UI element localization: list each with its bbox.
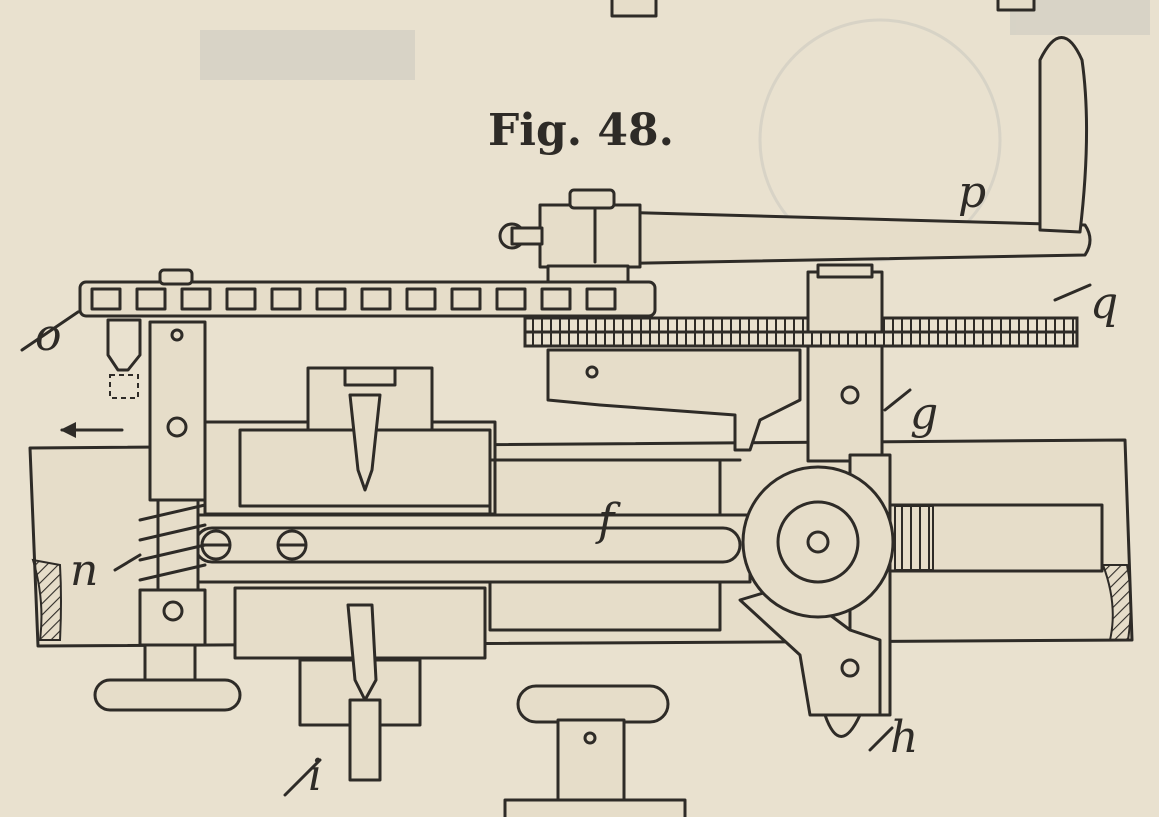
- label-n: n: [70, 545, 98, 596]
- label-p: p: [958, 167, 986, 218]
- feed-rod: [188, 513, 752, 584]
- crank-handle: [498, 36, 1092, 284]
- gear-bracket: [546, 348, 802, 452]
- pulley-wheel: [741, 465, 895, 619]
- label-h: h: [890, 712, 918, 763]
- upper-tool-block: [203, 366, 497, 516]
- top-cut-fragments: [610, 0, 1036, 18]
- lower-tool-block: [233, 586, 487, 782]
- label-q: q: [1090, 278, 1118, 329]
- label-g: g: [910, 388, 938, 439]
- direction-arrow: [60, 422, 124, 438]
- left-post: [93, 318, 242, 712]
- gear-wheel: [523, 316, 1079, 348]
- figure-title: Fig. 48.: [488, 105, 674, 156]
- bed-slide-rail: [878, 503, 1104, 573]
- bottom-pillar: [503, 684, 687, 817]
- drive-chain: [78, 268, 657, 318]
- part-labels: p q o g f n h i: [20, 167, 1118, 801]
- label-i: i: [308, 750, 322, 801]
- label-o: o: [35, 310, 62, 361]
